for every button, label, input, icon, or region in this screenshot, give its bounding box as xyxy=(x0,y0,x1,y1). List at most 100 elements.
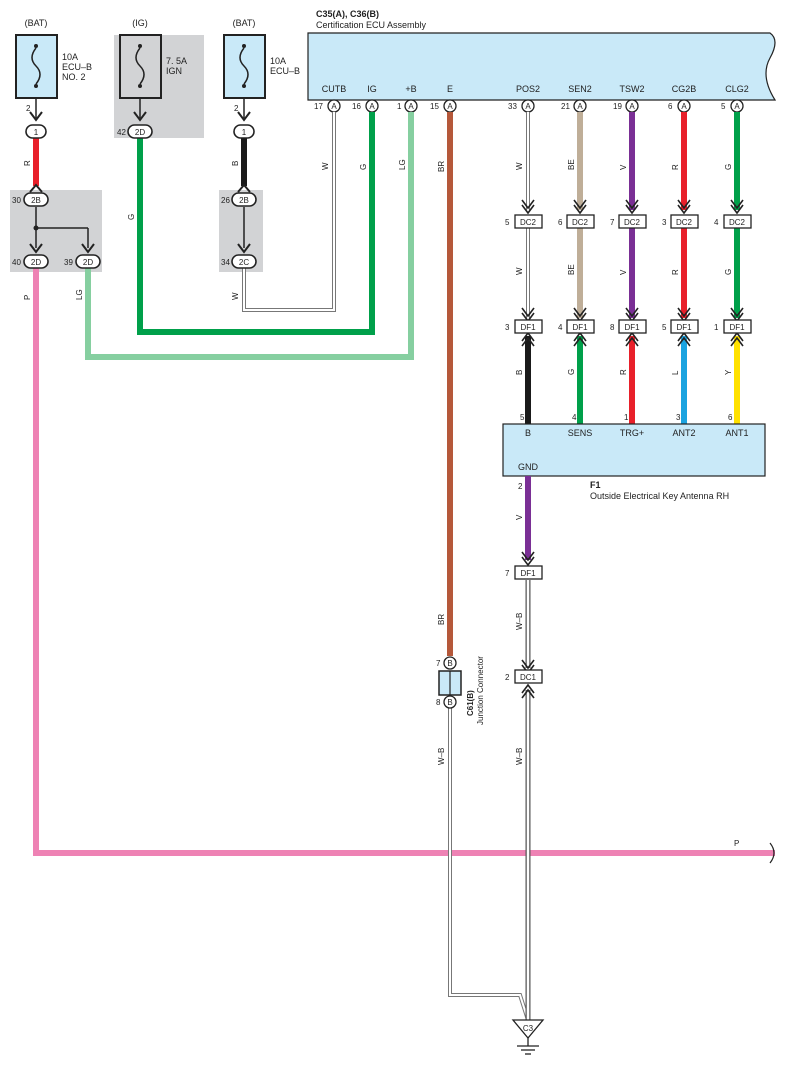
gnd-label: GND xyxy=(518,462,539,472)
fuse-source: (BAT) xyxy=(25,18,48,28)
svg-text:DC2: DC2 xyxy=(729,218,746,227)
svg-text:DF1: DF1 xyxy=(676,323,692,332)
wire-label: BR xyxy=(437,161,446,172)
ecu-pin-cutb: CUTB A 17 xyxy=(314,84,347,113)
wire-label: R xyxy=(671,164,680,170)
svg-text:2D: 2D xyxy=(135,128,145,137)
svg-text:6: 6 xyxy=(558,218,563,227)
ecu-pin-pos2: POS2 A 33 xyxy=(508,84,540,113)
pin-number: 5 xyxy=(520,413,525,422)
pin-label: CG2B xyxy=(672,84,697,94)
svg-text:2B: 2B xyxy=(239,196,249,205)
df1-b: DF1 3 xyxy=(505,319,543,334)
svg-text:2C: 2C xyxy=(239,258,249,267)
df1-gnd: DF1 7 xyxy=(505,565,543,580)
wire-label: G xyxy=(724,164,733,170)
wire-label: G xyxy=(127,214,136,220)
svg-text:2: 2 xyxy=(505,673,510,682)
df1-trg: DF1 8 xyxy=(610,319,647,334)
svg-text:5: 5 xyxy=(505,218,510,227)
wire-label: LG xyxy=(75,289,84,300)
pin-label: +B xyxy=(405,84,416,94)
wire-label: B xyxy=(231,161,240,166)
svg-text:2D: 2D xyxy=(31,258,41,267)
pin-label: ANT2 xyxy=(672,428,695,438)
pin-label: B xyxy=(525,428,531,438)
wire-label: P xyxy=(23,295,32,300)
dc2-clg2: DC2 4 xyxy=(714,214,752,229)
dc2-cg2b: DC2 3 xyxy=(662,214,699,229)
ecu-code: C35(A), C36(B) xyxy=(316,9,379,19)
pin-conn: A xyxy=(525,102,531,111)
wire-label: P xyxy=(734,839,739,848)
fuse-pin: 2 xyxy=(234,104,239,113)
fuse-ign: (IG) 7. 5A IGN xyxy=(119,18,187,99)
fuse-source: (BAT) xyxy=(233,18,256,28)
wire-label: W xyxy=(515,267,524,275)
svg-text:DF1: DF1 xyxy=(624,323,640,332)
pin-label: TSW2 xyxy=(619,84,644,94)
ground-c3: C3 xyxy=(511,1019,545,1055)
svg-text:DF1: DF1 xyxy=(520,569,536,578)
dc2-pos2: DC2 5 xyxy=(505,214,543,229)
wire-label: LG xyxy=(398,159,407,170)
pin-number: 33 xyxy=(508,102,517,111)
svg-text:26: 26 xyxy=(221,196,230,205)
junction-oval-1-right: 1 xyxy=(233,124,255,139)
svg-text:8: 8 xyxy=(436,698,441,707)
svg-text:DF1: DF1 xyxy=(572,323,588,332)
wire-label: V xyxy=(619,269,628,275)
fuse-name-2: NO. 2 xyxy=(62,72,86,82)
wire-label: W–B xyxy=(515,748,524,765)
ecu-name: Certification ECU Assembly xyxy=(316,20,427,30)
pin-number: 6 xyxy=(728,413,733,422)
junction-connector-c61: B 7 B 8 C61(B) Junction Connector xyxy=(436,656,485,725)
pin-label: POS2 xyxy=(516,84,540,94)
junction-oval-1-left: 1 xyxy=(25,124,47,139)
pin-label: CLG2 xyxy=(725,84,749,94)
df1-sens: DF1 4 xyxy=(558,319,595,334)
wire-label: G xyxy=(359,164,368,170)
svg-text:DF1: DF1 xyxy=(520,323,536,332)
pin-conn: A xyxy=(629,102,635,111)
antenna-code: F1 xyxy=(590,480,601,490)
pin-conn: A xyxy=(734,102,740,111)
df1-ant2: DF1 5 xyxy=(662,319,699,334)
svg-text:30: 30 xyxy=(12,196,21,205)
svg-text:7: 7 xyxy=(436,659,441,668)
junction-oval-26-2b: 2B 26 xyxy=(221,192,257,207)
svg-text:DC2: DC2 xyxy=(520,218,537,227)
svg-text:39: 39 xyxy=(64,258,73,267)
certification-ecu: C35(A), C36(B) Certification ECU Assembl… xyxy=(307,9,777,101)
junction-oval-30-2b: 2B 30 xyxy=(12,192,49,207)
pin-number: 15 xyxy=(430,102,439,111)
outside-key-antenna: B SENS TRG+ ANT2 ANT1 5 4 1 3 6 GND F1 O… xyxy=(502,413,766,501)
pin-number: 21 xyxy=(561,102,570,111)
wire-label: BR xyxy=(437,614,446,625)
svg-text:B: B xyxy=(447,698,452,707)
pin-number: 5 xyxy=(721,102,726,111)
junction-oval-42-2d: 2D 42 xyxy=(117,124,153,139)
svg-text:DC2: DC2 xyxy=(676,218,693,227)
pin-number: 1 xyxy=(624,413,629,422)
pin-number: 1 xyxy=(397,102,402,111)
svg-text:B: B xyxy=(447,659,452,668)
pin-number: 4 xyxy=(572,413,577,422)
svg-text:5: 5 xyxy=(662,323,667,332)
svg-text:34: 34 xyxy=(221,258,230,267)
fuse-name: IGN xyxy=(166,66,182,76)
wire-label: G xyxy=(567,369,576,375)
pin-label: SENS xyxy=(568,428,593,438)
fuse-ecu-b-no2: (BAT) 10A ECU–B NO. 2 2 xyxy=(15,18,92,113)
wire-label: Y xyxy=(724,369,733,375)
wire-label: W–B xyxy=(437,748,446,765)
pin-label: CUTB xyxy=(322,84,347,94)
pin-conn: A xyxy=(369,102,375,111)
ecu-pin-clg2: CLG2 A 5 xyxy=(721,84,749,113)
df1-ant1: DF1 1 xyxy=(714,319,752,334)
pin-number: 6 xyxy=(668,102,673,111)
svg-text:7: 7 xyxy=(610,218,615,227)
svg-text:3: 3 xyxy=(505,323,510,332)
fuse-ecu-b: (BAT) 10A ECU–B 2 xyxy=(223,18,300,113)
wire-label: V xyxy=(515,514,524,520)
